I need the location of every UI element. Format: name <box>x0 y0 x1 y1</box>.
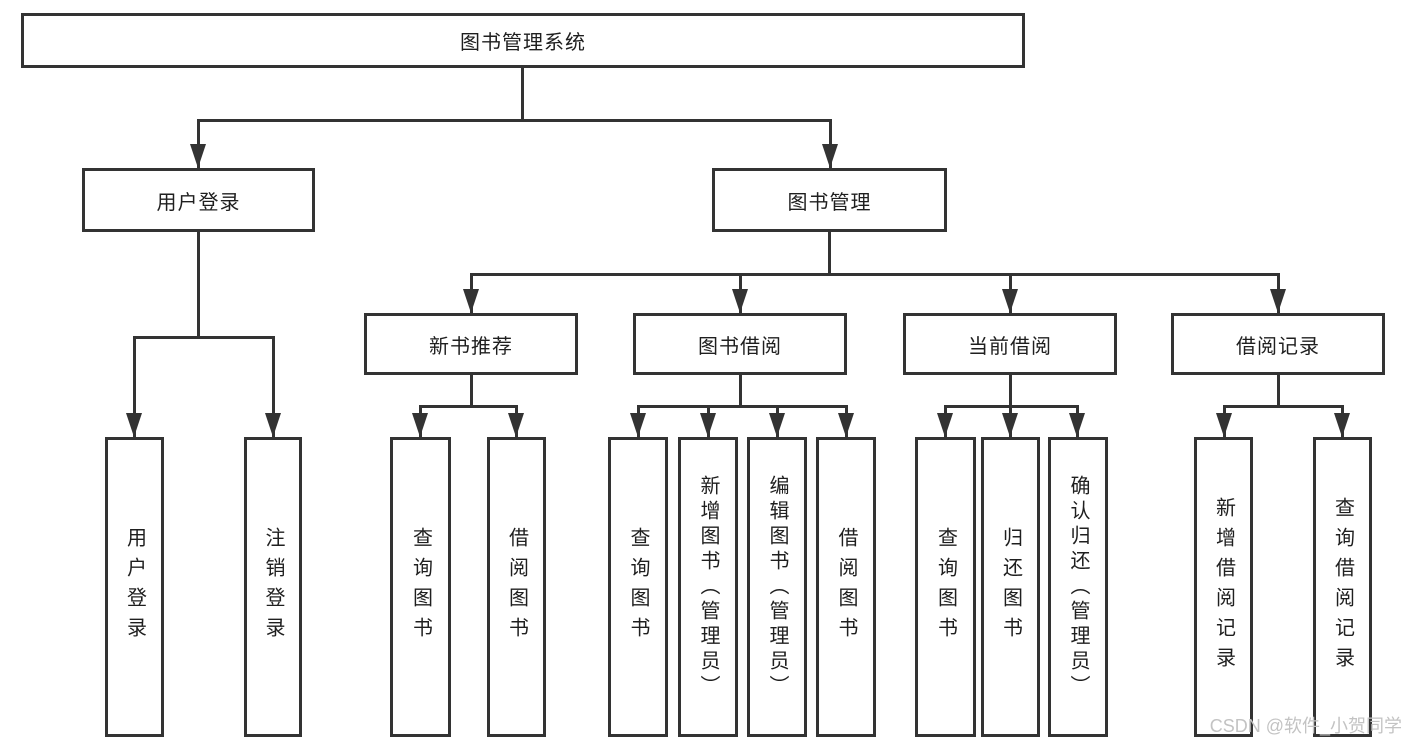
node-label: 新增图书（管理员） <box>697 474 719 700</box>
leaf-borrow-books: 借阅图书 <box>816 437 876 737</box>
arrowhead-down-icon <box>1216 413 1232 437</box>
connector-vline <box>829 119 832 168</box>
arrowhead-down-icon <box>700 413 716 437</box>
connector-vline <box>470 375 473 405</box>
leaf-edit-book-admin: 编辑图书（管理员） <box>747 437 807 737</box>
node-label: 确认归还（管理员） <box>1067 474 1089 700</box>
node-label: 查询借阅记录 <box>1331 497 1354 677</box>
node-book-management: 图书管理 <box>712 168 947 232</box>
connector-vline <box>272 336 275 437</box>
connector-vline <box>739 375 742 405</box>
arrowhead-down-icon <box>1002 289 1018 313</box>
connector-hline <box>419 405 518 408</box>
connector-vline <box>521 68 524 119</box>
connector-hline <box>470 273 1280 276</box>
leaf-borrow-books-recommend: 借阅图书 <box>487 437 546 737</box>
node-label: 查询图书 <box>934 527 957 647</box>
node-label: 借阅图书 <box>505 527 528 647</box>
leaf-user-login: 用户登录 <box>105 437 164 737</box>
arrowhead-down-icon <box>463 289 479 313</box>
node-label: 归还图书 <box>999 527 1022 647</box>
connector-hline <box>197 119 832 122</box>
node-label: 借阅图书 <box>835 527 857 647</box>
arrowhead-down-icon <box>265 413 281 437</box>
node-label: 图书管理 <box>787 191 872 214</box>
arrowhead-down-icon <box>508 413 524 437</box>
leaf-confirm-return-admin: 确认归还（管理员） <box>1048 437 1108 737</box>
leaf-add-book-admin: 新增图书（管理员） <box>678 437 738 737</box>
leaf-logout: 注销登录 <box>244 437 302 737</box>
node-library-system: 图书管理系统 <box>21 13 1025 68</box>
connector-vline <box>197 119 200 168</box>
connector-hline <box>1223 405 1343 408</box>
connector-hline <box>637 405 847 408</box>
arrowhead-down-icon <box>412 413 428 437</box>
node-label: 用户登录 <box>123 527 146 647</box>
node-new-book-recommend: 新书推荐 <box>364 313 578 375</box>
arrowhead-down-icon <box>1069 413 1085 437</box>
node-label: 图书借阅 <box>698 335 782 358</box>
node-label: 查询图书 <box>627 527 649 647</box>
connector-vline <box>197 232 200 336</box>
arrowhead-down-icon <box>822 144 838 168</box>
node-book-borrow: 图书借阅 <box>633 313 847 375</box>
arrowhead-down-icon <box>1002 413 1018 437</box>
csdn-watermark: CSDN @软件_小贺同学 <box>1209 716 1402 736</box>
arrowhead-down-icon <box>769 413 785 437</box>
arrowhead-down-icon <box>732 289 748 313</box>
connector-vline <box>828 232 831 273</box>
leaf-query-books-current: 查询图书 <box>915 437 976 737</box>
node-label: 查询图书 <box>409 527 432 647</box>
leaf-query-books-borrow: 查询图书 <box>608 437 668 737</box>
arrowhead-down-icon <box>630 413 646 437</box>
leaf-query-borrow-record: 查询借阅记录 <box>1313 437 1372 737</box>
node-borrow-records: 借阅记录 <box>1171 313 1385 375</box>
connector-vline <box>1277 375 1280 405</box>
arrowhead-down-icon <box>1334 413 1350 437</box>
node-label: 编辑图书（管理员） <box>766 474 788 700</box>
node-label: 用户登录 <box>156 191 241 214</box>
node-label: 新书推荐 <box>429 335 513 358</box>
connector-hline <box>133 336 275 339</box>
arrowhead-down-icon <box>937 413 953 437</box>
node-label: 新增借阅记录 <box>1212 497 1235 677</box>
arrowhead-down-icon <box>126 413 142 437</box>
leaf-query-books-recommend: 查询图书 <box>390 437 451 737</box>
leaf-return-book: 归还图书 <box>981 437 1040 737</box>
node-label: 借阅记录 <box>1236 335 1320 358</box>
node-label: 当前借阅 <box>968 335 1052 358</box>
arrowhead-down-icon <box>838 413 854 437</box>
leaf-add-borrow-record: 新增借阅记录 <box>1194 437 1253 737</box>
arrowhead-down-icon <box>190 144 206 168</box>
node-current-borrow: 当前借阅 <box>903 313 1117 375</box>
node-user-login: 用户登录 <box>82 168 315 232</box>
connector-vline <box>1009 375 1012 405</box>
arrowhead-down-icon <box>1270 289 1286 313</box>
node-label: 图书管理系统 <box>460 32 586 54</box>
connector-vline <box>133 336 136 437</box>
node-label: 注销登录 <box>262 527 284 647</box>
